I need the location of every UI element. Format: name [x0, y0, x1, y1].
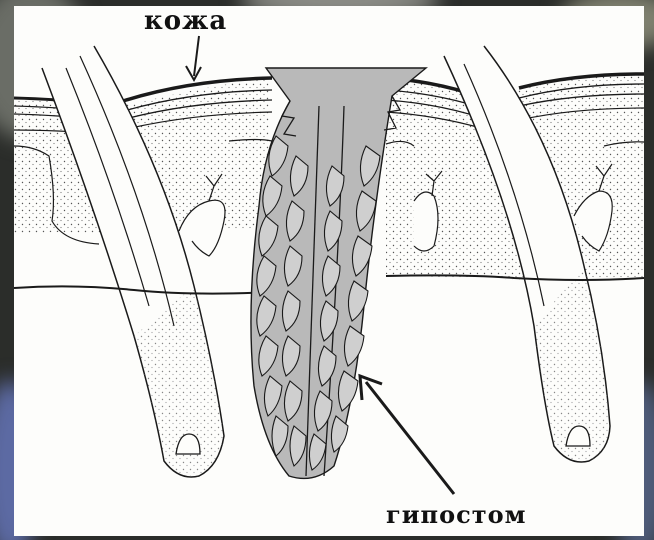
label-skin: кожа	[144, 6, 227, 36]
tick-hypostome-diagram	[14, 6, 644, 536]
skin-section-right	[386, 46, 644, 462]
hypostome-arrow	[360, 376, 454, 494]
diagram-panel: кожа гипостом	[14, 6, 644, 536]
label-hypostome: гипостом	[386, 500, 526, 529]
skin-section-left	[14, 46, 272, 477]
skin-arrow	[186, 36, 201, 80]
gland-right-a	[414, 192, 438, 251]
